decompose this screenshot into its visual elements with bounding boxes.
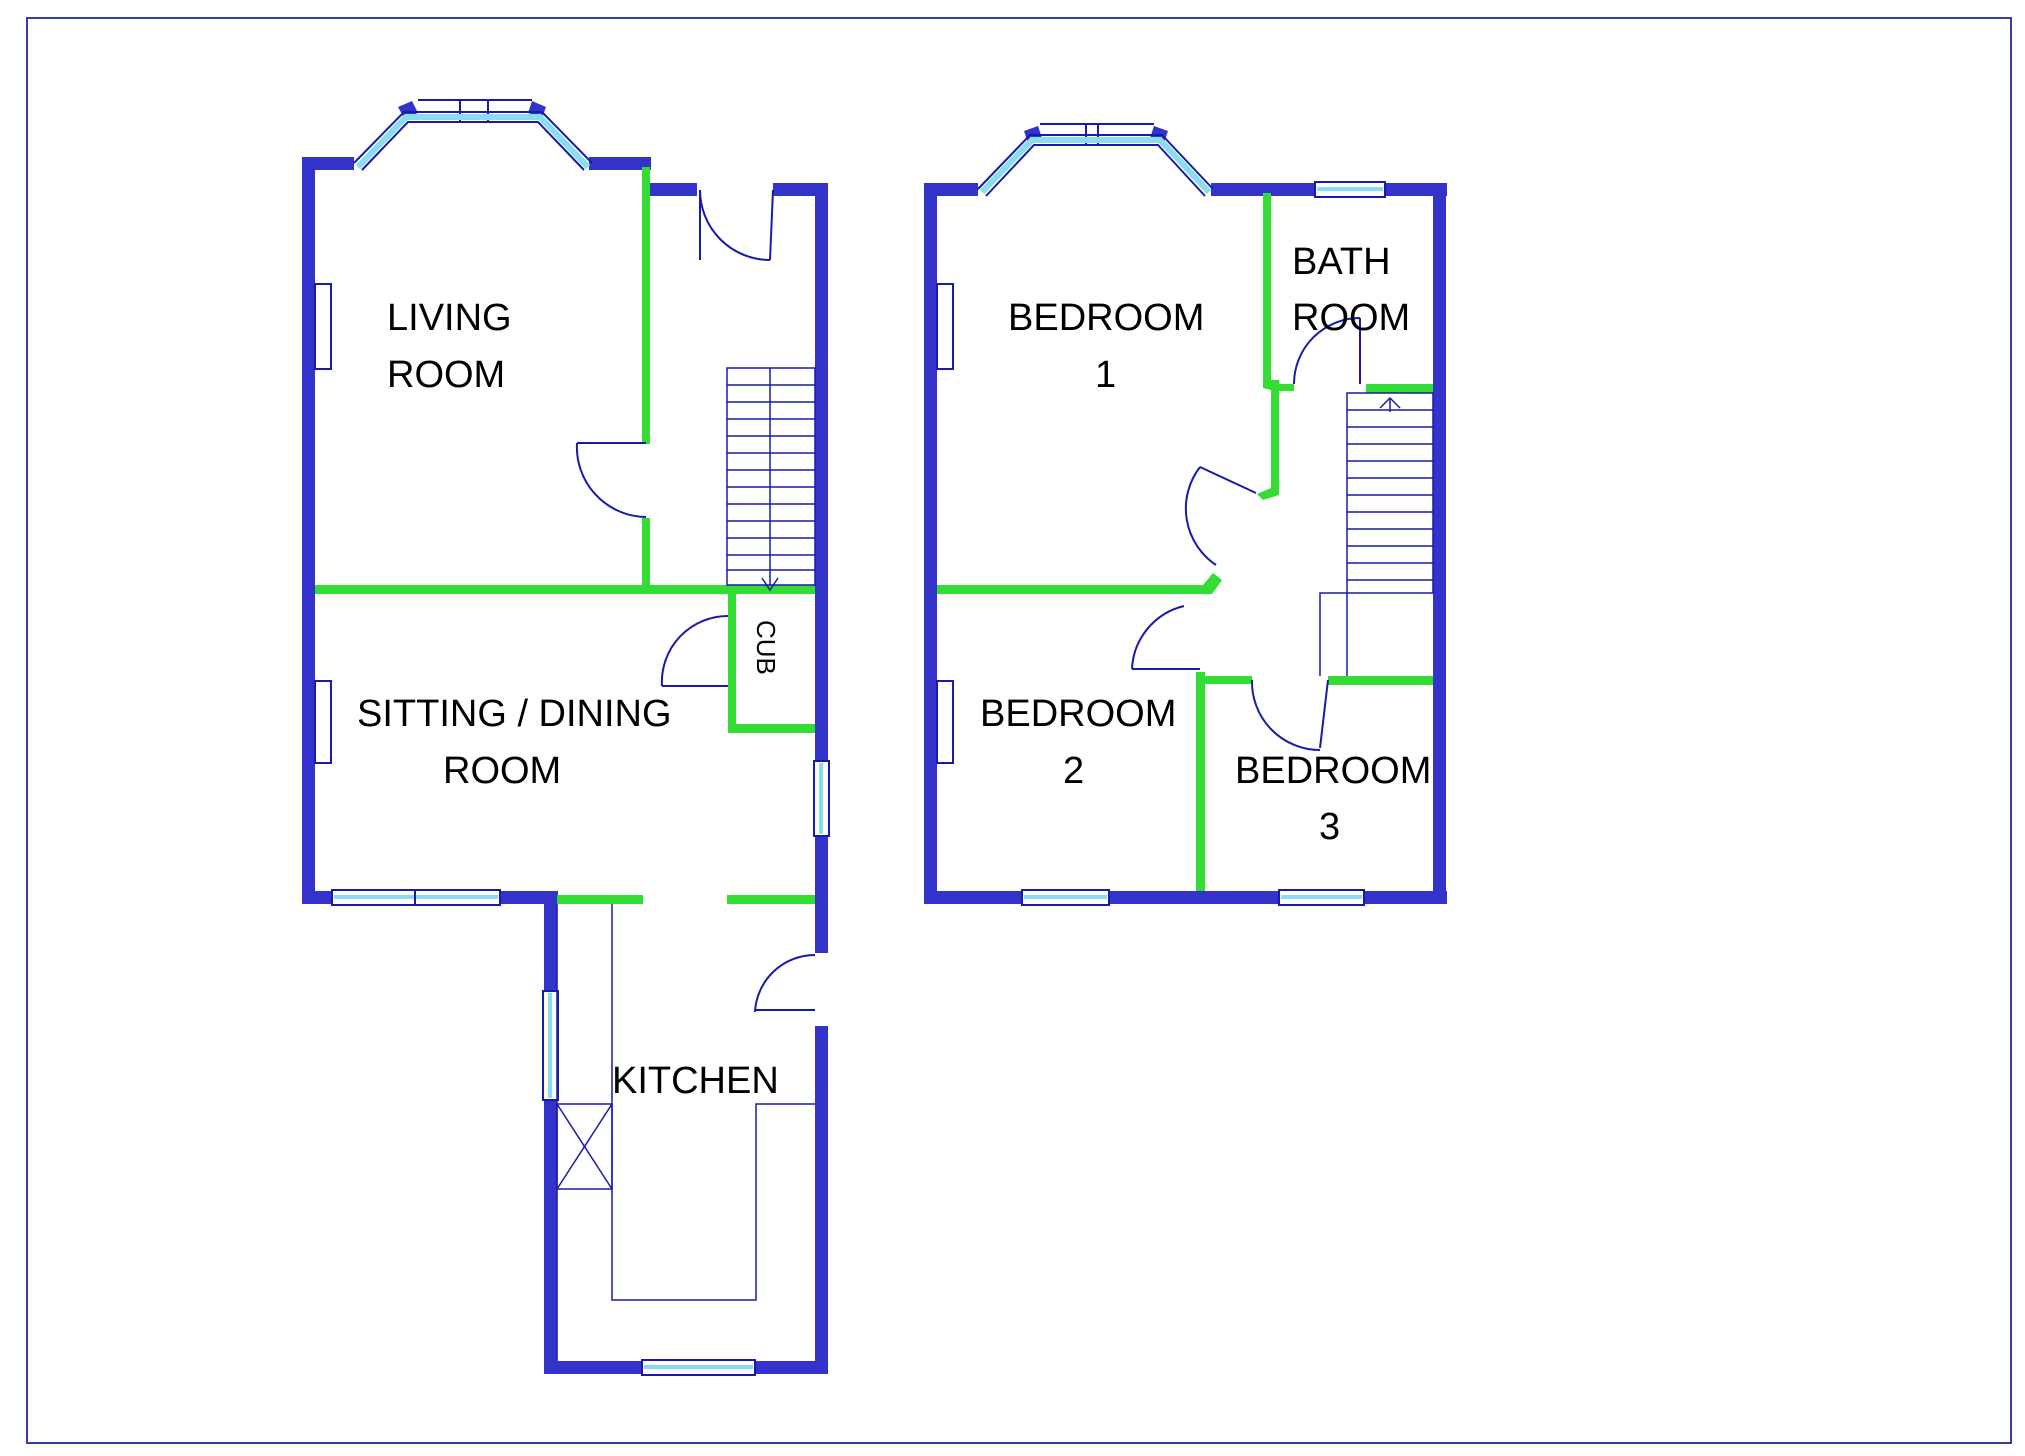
internal-wall: [728, 594, 736, 732]
sitting-dining-room-label: ROOM: [443, 750, 561, 792]
internal-wall: [642, 167, 650, 444]
external-wall: [302, 157, 354, 170]
stairs: [726, 367, 816, 586]
external-wall: [1433, 183, 1446, 904]
first-floor: BEDROOM 1 BATH ROOM BEDROOM 2 BEDROOM 3: [924, 123, 1447, 906]
internal-wall: [1271, 384, 1294, 391]
external-wall: [589, 157, 651, 170]
external-wall: [544, 1100, 557, 1374]
internal-wall: [1205, 676, 1252, 684]
external-wall: [544, 1361, 642, 1374]
internal-wall: [557, 895, 643, 904]
bedroom-1-label: BEDROOM: [1008, 297, 1204, 339]
hob: [556, 1103, 613, 1190]
window-glass: [979, 137, 1212, 195]
bay-window: [977, 134, 1214, 190]
external-wall: [815, 836, 828, 953]
external-wall: [924, 183, 978, 196]
internal-wall: [937, 585, 1203, 594]
bedroom-1-label: 1: [1095, 354, 1116, 396]
chimney-breast: [314, 283, 332, 370]
sitting-dining-room-label: SITTING / DINING: [357, 693, 672, 735]
window-glass: [355, 114, 591, 170]
internal-wall: [1366, 384, 1433, 393]
internal-wall: [727, 895, 815, 904]
chimney-breast: [314, 680, 332, 764]
chimney-breast: [936, 680, 954, 764]
external-wall: [755, 1361, 828, 1374]
landing: [1319, 592, 1347, 676]
kitchen-label: KITCHEN: [612, 1060, 779, 1102]
bay-window: [361, 121, 585, 171]
external-wall: [500, 891, 558, 904]
internal-wall: [728, 724, 815, 733]
bedroom-3-label: 3: [1319, 806, 1340, 848]
chimney-breast: [936, 283, 954, 370]
internal-wall: [1203, 573, 1222, 594]
internal-wall: [315, 585, 815, 594]
bath-room-label: BATH: [1292, 241, 1391, 283]
bath-room-label: ROOM: [1292, 297, 1410, 339]
external-wall: [1364, 891, 1447, 904]
external-wall: [815, 1026, 828, 1374]
internal-wall: [1257, 388, 1279, 500]
external-wall: [924, 183, 937, 904]
ground-floor: LIVING ROOM SITTING / DINING ROOM CUB KI…: [302, 99, 830, 1376]
bedroom-2-label: BEDROOM: [980, 693, 1176, 735]
external-wall: [1385, 183, 1447, 196]
internal-wall: [1328, 676, 1433, 685]
external-wall: [773, 183, 828, 196]
external-wall: [528, 101, 546, 118]
external-wall: [302, 891, 332, 904]
external-wall: [924, 891, 1022, 904]
bay-window: [353, 111, 593, 164]
external-wall: [647, 183, 697, 196]
bay-window: [985, 144, 1206, 197]
bedroom-2-label: 2: [1063, 750, 1084, 792]
external-wall: [815, 183, 828, 761]
page-frame: [26, 17, 2012, 1444]
living-room-label: ROOM: [387, 354, 505, 396]
stairs: [1346, 392, 1434, 594]
internal-wall: [1196, 672, 1205, 891]
external-wall: [1109, 891, 1279, 904]
internal-wall: [1263, 193, 1271, 388]
internal-wall: [642, 518, 650, 588]
external-wall: [544, 891, 557, 991]
bedroom-3-label: BEDROOM: [1235, 750, 1431, 792]
external-wall: [302, 157, 315, 904]
living-room-label: LIVING: [387, 297, 512, 339]
external-wall: [1211, 183, 1315, 196]
cub-label: CUB: [751, 620, 781, 675]
